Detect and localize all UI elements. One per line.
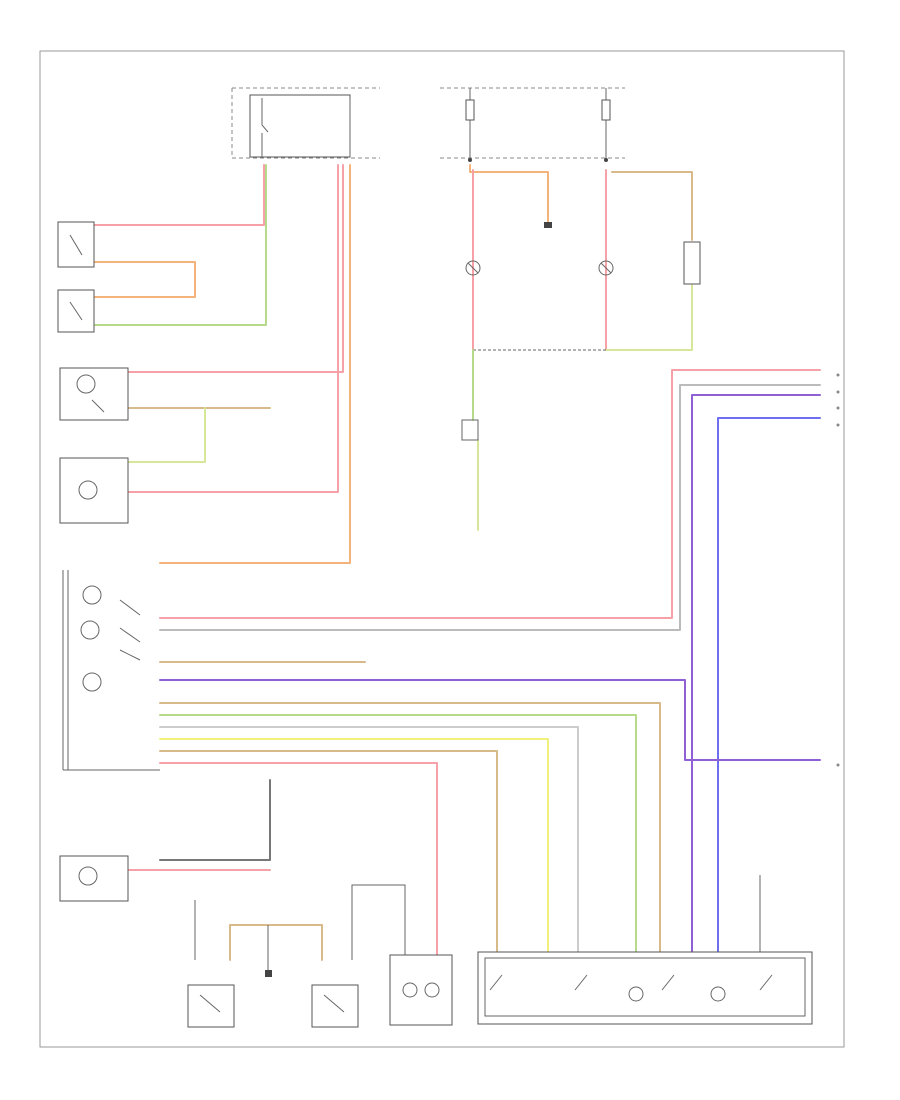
seat-switch-bottom-left	[187, 984, 235, 1028]
heated-seat-switch-left	[59, 367, 129, 421]
wire-pink-panel	[159, 762, 438, 961]
wire-tan-seat-2	[127, 407, 206, 463]
wire-violet-long	[691, 394, 821, 961]
clutch-switch	[57, 221, 95, 268]
wire-tan-bottom	[229, 924, 323, 961]
diagram-frame	[39, 50, 845, 1048]
wire-pink-long	[159, 369, 821, 619]
wire-yellowgreen-bottom	[605, 284, 693, 351]
wire-tan-panel-2	[159, 750, 498, 961]
wire-pink-vertical-1	[127, 164, 339, 493]
wire-violet-lower	[159, 679, 821, 761]
wire-tan-fuse-right	[611, 171, 693, 241]
control-panel-unit	[477, 951, 813, 1025]
right-edge-connectors	[836, 373, 840, 767]
seat-heater-element	[59, 855, 129, 902]
clutch-position-switch	[57, 289, 95, 333]
heater-unit-bottom	[389, 954, 453, 1026]
wire-gray-long	[159, 384, 821, 631]
combination-switch	[62, 570, 160, 771]
seat-switch-bottom-right	[311, 984, 359, 1028]
wire-pink-clutch	[94, 164, 265, 226]
sensor-switch	[461, 419, 479, 441]
wire-orange-vertical	[159, 164, 351, 564]
ground-bottom-mid	[265, 970, 272, 977]
wire-tan-panel-1	[159, 702, 661, 961]
wire-lightgray-panel	[159, 726, 579, 961]
wire-yellow-panel	[159, 738, 549, 961]
wire-orange-fuse	[469, 164, 549, 223]
heated-seat-switch-right	[59, 457, 129, 524]
wire-green-clutch	[94, 164, 267, 326]
wire-green-panel	[159, 714, 637, 961]
ground-connector	[544, 222, 552, 228]
lamp-right	[598, 260, 614, 276]
sensor-box	[683, 241, 701, 285]
wire-pink-vertical-2	[127, 164, 344, 373]
fuse-relay-box-left	[231, 87, 380, 159]
fuse-box-right	[440, 87, 625, 162]
lamp-left	[465, 260, 481, 276]
wire-gray-vert	[159, 779, 271, 861]
wire-orange-clutch	[94, 261, 196, 298]
wire-blue-long	[717, 417, 821, 961]
